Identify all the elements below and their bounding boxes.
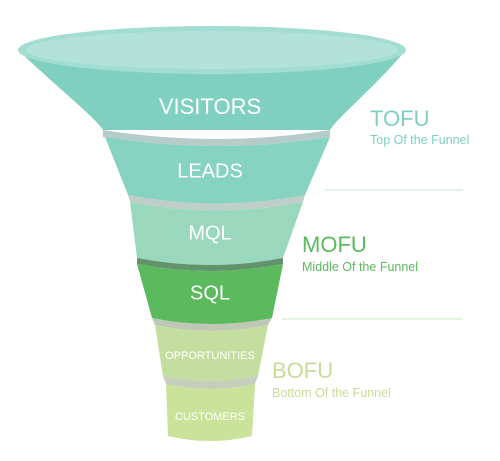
stage-leads-band xyxy=(105,137,330,204)
stage-visitors: VISITORS xyxy=(18,26,406,146)
stage-opportunities-band xyxy=(155,325,268,381)
zone-bofu-title: BOFU xyxy=(272,358,333,383)
stage-leads-label: LEADS xyxy=(177,160,243,182)
stage-mql: MQL xyxy=(130,202,303,271)
stage-mql-band xyxy=(130,202,303,265)
stage-customers-label: CUSTOMERS xyxy=(175,411,245,423)
stage-opportunities-seam xyxy=(163,376,258,389)
stage-customers-band xyxy=(166,384,255,441)
stage-opportunities-label: OPPORTUNITIES xyxy=(165,350,255,362)
stage-customers: CUSTOMERS xyxy=(166,384,255,441)
zone-bofu: BOFU Bottom Of the Funnel xyxy=(272,358,391,400)
zone-mofu-subtitle: Middle Of the Funnel xyxy=(302,260,418,274)
zone-bofu-subtitle: Bottom Of the Funnel xyxy=(272,386,391,400)
stage-visitors-seam xyxy=(103,130,330,146)
stage-sql-band xyxy=(137,264,283,324)
zone-tofu-subtitle: Top Of the Funnel xyxy=(370,133,469,147)
stage-mql-seam xyxy=(137,258,283,271)
stage-opportunities: OPPORTUNITIES xyxy=(155,325,268,389)
stage-sql-seam xyxy=(152,318,272,331)
stage-leads: LEADS xyxy=(105,137,330,211)
stage-sql: SQL xyxy=(137,264,283,331)
stage-visitors-rim-inner xyxy=(26,31,398,69)
stage-mql-label: MQL xyxy=(188,222,231,244)
stage-sql-label: SQL xyxy=(190,282,230,304)
stage-leads-seam xyxy=(128,195,305,211)
zone-tofu-title: TOFU xyxy=(370,106,429,131)
zone-tofu: TOFU Top Of the Funnel xyxy=(370,106,469,147)
zone-mofu: MOFU Middle Of the Funnel xyxy=(302,232,418,274)
zone-mofu-title: MOFU xyxy=(302,232,367,257)
stage-visitors-label: VISITORS xyxy=(159,94,261,119)
